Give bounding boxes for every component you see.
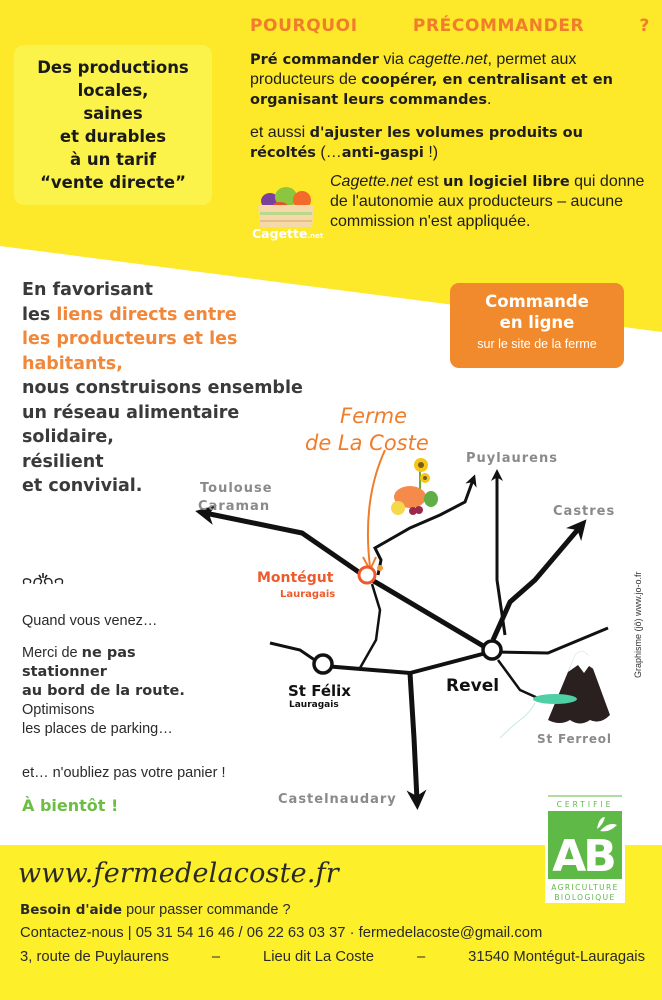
farm-name-line2: de La Coste [305,431,429,455]
contact-info[interactable]: Contactez-nous | 05 31 54 16 46 / 06 22 … [20,925,543,941]
why-preorder-heading: POURQUOI PRÉCOMMANDER ? [250,16,650,36]
postal-address: 3, route de Puylaurens – Lieu dit La Cos… [20,949,645,965]
montegut-marker-icon [357,565,377,585]
intro-highlight-box: Des productions locales, saines et durab… [14,45,212,205]
text: qui donne de l'autonomie aux producteurs… [330,173,645,230]
text: solidaire, [22,427,114,447]
text: et aussi [250,124,310,141]
why-paragraph-3: Cagette.net est un logiciel libre qui do… [330,172,650,232]
bold-text: coopérer, en centralisant et en organisa… [250,72,613,108]
ab-mark: AB [552,831,614,882]
text: Merci de [22,645,82,661]
stfelix-marker-icon [312,653,334,675]
ab-top-label: CERTIFIE [557,800,614,809]
visit-intro: Quand vous venez… [22,613,158,629]
place-label-stferreol: St Ferreol [537,732,612,746]
bold-text: un logiciel libre [442,174,570,190]
text: .net [307,232,324,240]
mountain-lake-icon [499,651,610,739]
ornament-flourish-icon [22,573,64,585]
text: Optimisons [22,702,95,718]
text-line: au bord de la route. [22,682,282,701]
separator: – [416,949,426,965]
heading-word: ? [639,16,650,36]
text-line: les liens directs entre [22,303,362,328]
text: !) [423,144,439,161]
order-online-button[interactable]: Commande en ligne sur le site de la ferm… [450,283,624,368]
design-credit: Graphisme (jô) www.jo-o.fr [633,571,643,678]
intro-line: Des productions [37,58,189,77]
website-link[interactable]: www.fermedelacoste.fr [18,858,339,889]
road-map: Ferme de La Coste Toulo [195,404,615,810]
text: via [378,51,409,68]
heading-word: POURQUOI [250,16,358,36]
highlight-text: habitants, [22,353,123,374]
place-label-toulouse: Toulouse [200,481,273,496]
text: , permet aux producteurs de [250,51,577,88]
text: pour passer commande ? [122,902,291,918]
mission-statement: En favorisant les liens directs entre le… [22,278,362,499]
help-text: Besoin d'aide pour passer commande ? [20,902,291,918]
highlight-text: liens directs entre [56,304,237,325]
address-part: 3, route de Puylaurens [20,949,169,965]
text: est [412,173,443,190]
cagette-link[interactable]: Cagette.net [330,173,413,190]
why-paragraph-2: et aussi d'ajuster les volumes produits … [250,123,650,163]
text: Cagette [252,226,308,241]
farewell-text: À bientôt ! [22,796,119,815]
cagette-logo-text: Cagette.net [252,226,323,241]
text: (… [315,144,342,161]
highlight-text: les producteurs et les [22,329,238,349]
place-label-caraman: Caraman [198,499,270,514]
text: les [22,304,57,325]
why-paragraph-1: Pré commander via cagette.net, permet au… [250,50,650,110]
place-label-stfelix: St Félix [288,682,351,700]
place-label-puylaurens: Puylaurens [466,451,558,466]
bold-text: anti-gaspi [341,145,424,161]
ab-bottom-label: AGRICULTURE [551,883,619,892]
intro-line: locales, [77,81,149,100]
place-label-montegut-sub: Lauragais [280,589,335,600]
bold-text: ne pas [81,645,136,661]
separator: – [211,949,221,965]
revel-marker-icon [481,639,503,661]
cagette-link[interactable]: cagette.net [408,51,488,68]
text: nous construisons ensemble [22,378,303,398]
bold-text: Pré commander [250,52,379,68]
text: les places de parking… [22,721,173,737]
farm-name-line1: Ferme [340,404,407,428]
ab-bottom-label: BIOLOGIQUE [554,893,615,902]
text-line: stationner [22,663,282,682]
text: résilient [22,451,104,472]
bold-text: d'ajuster les volumes produits ou récolt… [250,125,583,161]
parking-notice: Merci de ne pas stationner au bord de la… [22,644,282,739]
intro-line: et durables [59,127,167,146]
farm-produce-illustration [391,458,438,515]
basket-reminder: et… n'oubliez pas votre panier ! [22,765,226,781]
text-line: Merci de ne pas [22,644,282,663]
place-label-revel: Revel [446,676,499,696]
place-label-castelnaudary: Castelnaudary [278,792,397,807]
bold-text: Besoin d'aide [20,902,123,918]
text: . [486,91,492,108]
address-part: Lieu dit La Coste [262,949,375,965]
button-label: Commande [485,292,589,311]
text: un réseau alimentaire [22,402,240,423]
intro-line: à un tarif [69,150,157,169]
place-label-stfelix-sub: Lauragais [289,700,339,710]
button-label: en ligne [499,313,575,332]
intro-line: saines [83,104,143,123]
button-sublabel: sur le site de la ferme [477,337,597,351]
address-part: 31540 Montégut-Lauragais [468,949,645,965]
text: et convivial. [22,476,143,496]
intro-line: “vente directe” [40,173,186,192]
ab-organic-certification-logo: CERTIFIE AB AGRICULTURE BIOLOGIQUE [545,793,625,903]
place-label-montegut: Montégut [257,570,334,586]
cagette-crate-icon [250,183,322,243]
bold-text: stationner [22,664,107,680]
place-label-castres: Castres [553,504,615,519]
text: En favorisant [22,280,154,300]
bold-text: au bord de la route. [22,683,185,699]
heading-word: PRÉCOMMANDER [412,16,585,36]
